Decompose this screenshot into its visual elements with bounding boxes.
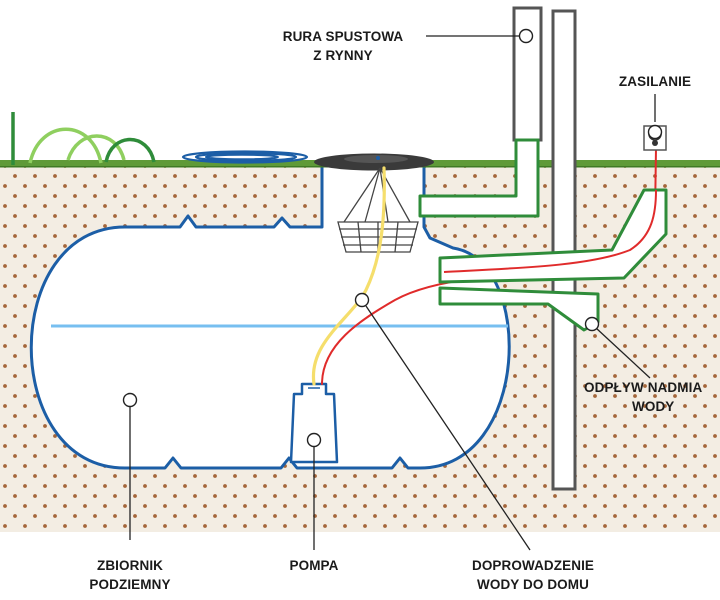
floating-filter: [337, 167, 419, 253]
callout-power-marker: [647, 124, 663, 140]
overflow-pipe: [438, 286, 600, 332]
pump: [289, 382, 339, 464]
callout-tank-marker: [122, 392, 138, 408]
leader-overflow: [595, 327, 651, 379]
leader-house-supply: [365, 305, 531, 551]
garden-hose-coil: [181, 150, 309, 164]
downpipe-elbow: [418, 138, 540, 218]
downpipe-post: [512, 6, 577, 491]
leader-lines: [129, 35, 656, 551]
callout-markers: [122, 28, 663, 448]
callout-downpipe-marker: [518, 28, 534, 44]
callout-overflow-marker: [584, 316, 600, 332]
label-downpipe: RURA SPUSTOWA Z RYNNY: [282, 29, 404, 63]
manhole-cover: [314, 153, 434, 171]
bushes: [11, 112, 156, 165]
label-power: ZASILANIE: [618, 74, 692, 89]
label-pump: POMPA: [289, 558, 339, 573]
house-supply-pipe: [438, 188, 668, 284]
underground-tank: [29, 164, 511, 470]
label-house-supply: DOPROWADZENIE WODY DO DOMU: [471, 558, 595, 592]
callout-house-supply-marker: [354, 292, 370, 308]
label-overflow: ODPŁYW NADMIA WODY: [584, 380, 703, 414]
label-tank: ZBIORNIK PODZIEMNY: [89, 558, 171, 592]
callout-pump-marker: [306, 432, 322, 448]
yellow-hose: [311, 166, 386, 386]
